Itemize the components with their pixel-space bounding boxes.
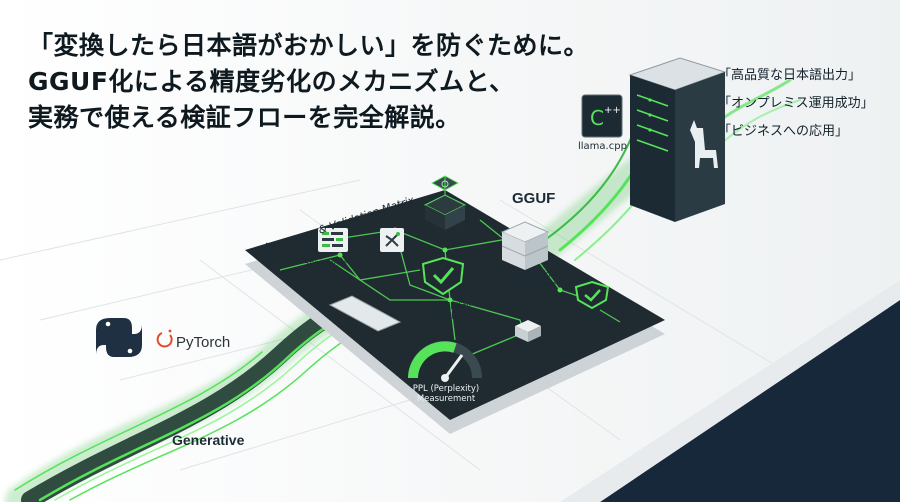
cpp-icon: C ++ — [581, 94, 623, 138]
bpe-label: BPE — [383, 259, 401, 269]
cube-icon — [423, 175, 467, 230]
svg-text:++: ++ — [604, 105, 621, 116]
quality-check-icon — [574, 280, 610, 310]
shield-check-icon — [421, 256, 465, 296]
gauge-icon — [408, 341, 482, 382]
risk-cube-icon — [515, 320, 541, 342]
headline-line-1: 「変換したら日本語がおかしい」を防ぐために。 — [28, 31, 590, 60]
risk-label: Risk Mitigation — [503, 342, 547, 362]
callout-business: 「ビジネスへの応用」 — [718, 124, 849, 139]
server-icon — [628, 57, 727, 222]
stream-module — [328, 295, 402, 332]
headline: 「変換したら日本語がおかしい」を防ぐために。 GGUF化による精度劣化のメカニズ… — [28, 28, 589, 136]
ppl-label: PPL (Perplexity) Measurement — [412, 384, 480, 404]
quality-label: Quality Preservation — [564, 312, 618, 332]
generative-label: Generative — [172, 432, 245, 448]
gguf-stack-icon — [500, 221, 550, 270]
llama-icon — [690, 120, 718, 168]
sentencepiece-label: SentencePiece — [303, 259, 367, 269]
validation-board — [245, 190, 665, 420]
pytorch-logo-icon — [156, 329, 173, 348]
python-logo-icon — [96, 318, 142, 357]
pytorch-label: PyTorch — [176, 334, 231, 351]
svg-text:C: C — [590, 106, 604, 130]
callout-onpremise: 「オンプレミス運用成功」 — [718, 96, 874, 111]
headline-line-2: GGUF化による精度劣化のメカニズムと、 — [28, 67, 515, 96]
sentencepiece-chip — [318, 228, 348, 252]
llama-cpp-label: llama.cpp — [578, 141, 627, 152]
headline-line-3: 実務で使える検証フローを完全解説。 — [28, 103, 461, 132]
compatibility-label: Compatibility Check — [414, 302, 472, 322]
bpe-chip — [380, 228, 404, 252]
callout-japanese-output: 「高品質な日本語出力」 — [718, 68, 862, 83]
gguf-label: GGUF — [512, 190, 556, 207]
quantization-label: Quantization Optimization — [501, 270, 557, 290]
